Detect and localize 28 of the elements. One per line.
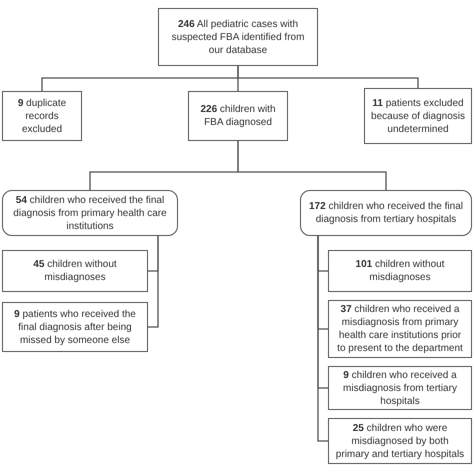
process-box: [188, 91, 288, 141]
process-box: [328, 300, 472, 358]
process-box: [2, 91, 82, 141]
box-text: 246 All pediatric cases with suspected FBA identified from our database: [170, 18, 306, 56]
box-text: 101 children without misdiagnoses: [354, 258, 446, 284]
connector-line: [237, 66, 419, 88]
connector-line: [148, 236, 159, 328]
box-text: 9 children who received a misdiagnosis from tertiary hospitals: [342, 368, 458, 408]
rounded-box: [2, 190, 178, 236]
box-text: 172 children who received the final diagnosis from tertiary hospitals: [308, 200, 464, 226]
process-box: [364, 88, 472, 144]
process-box: [2, 302, 148, 352]
process-box: [2, 250, 148, 292]
box-text: 226 children with FBA diagnosed: [199, 103, 277, 129]
process-box: [158, 8, 318, 66]
connector-line: [237, 141, 387, 190]
connector-line: [317, 236, 328, 442]
box-text: 25 children who were misdiagnosed by both primary and tertiary hospitals: [334, 422, 466, 460]
box-text: 54 children who received the final diagnosis from primary health care institutions: [12, 194, 168, 232]
box-text: 11 patients excluded because of diagnosis undetermined: [370, 96, 466, 136]
process-box: [328, 250, 472, 292]
box-text: 9 patients who received the final diagnosis after being missed by someone else: [13, 308, 137, 346]
process-box: [328, 418, 472, 464]
box-text: 37 children who received a misdiagnosis from primary health care institutions prior to present to the department: [336, 303, 464, 355]
box-text: 9 duplicate records excluded: [16, 96, 68, 136]
process-box: [328, 366, 472, 410]
rounded-box: [300, 190, 472, 236]
box-text: 45 children without misdiagnoses: [32, 258, 118, 284]
